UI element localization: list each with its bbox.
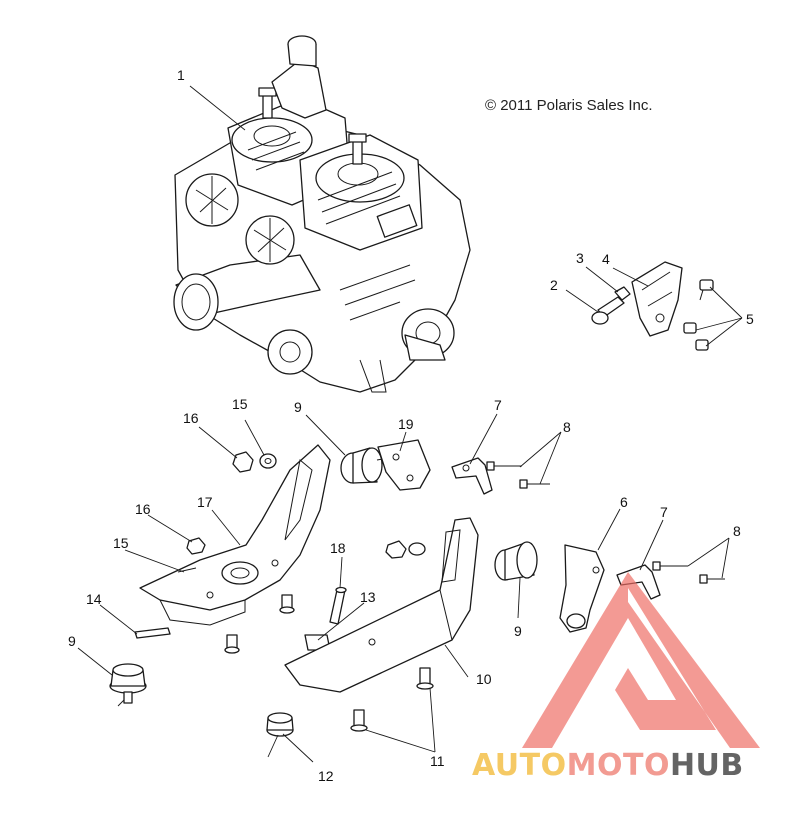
engine-assembly xyxy=(173,35,471,393)
callout-15-upper: 15 xyxy=(232,396,248,412)
callout-7-upper: 7 xyxy=(494,397,502,413)
callout-16-upper: 16 xyxy=(183,410,199,426)
callout-10: 10 xyxy=(476,671,492,687)
callout-6: 6 xyxy=(620,494,628,510)
callout-16-lower: 16 xyxy=(135,501,151,517)
leader-lines xyxy=(77,85,743,763)
callout-17: 17 xyxy=(197,494,213,510)
watermark-triangle-icon xyxy=(522,572,760,748)
callout-19: 19 xyxy=(398,416,414,432)
part-8-screws-upper xyxy=(486,461,550,489)
callout-8-upper: 8 xyxy=(563,419,571,435)
callout-8-lower: 8 xyxy=(733,523,741,539)
part-4-bracket xyxy=(631,261,683,337)
part-18-stud xyxy=(329,586,347,625)
callout-18: 18 xyxy=(330,540,346,556)
callout-9-right: 9 xyxy=(514,623,522,639)
part-16-nut-upper xyxy=(232,451,254,473)
part-9-isolator-left xyxy=(109,663,147,704)
callout-14: 14 xyxy=(86,591,102,607)
callout-5: 5 xyxy=(746,311,754,327)
part-17-mount-plate xyxy=(139,444,331,626)
callout-12: 12 xyxy=(318,768,334,784)
callout-numbers: 1 2 3 4 5 16 15 9 19 7 8 16 17 15 14 9 1… xyxy=(68,67,754,784)
callout-11: 11 xyxy=(430,753,445,769)
copyright-notice: © 2011 Polaris Sales Inc. xyxy=(485,97,653,114)
callout-4: 4 xyxy=(602,251,610,267)
callout-13: 13 xyxy=(360,589,376,605)
part-7-link-upper xyxy=(451,457,493,495)
part-9-isolator-right xyxy=(494,541,538,581)
part-5-bolts xyxy=(683,279,714,351)
part-10-nut xyxy=(385,540,426,559)
part-6-bracket xyxy=(559,544,605,633)
callout-1: 1 xyxy=(177,67,185,83)
callout-9-upper: 9 xyxy=(294,399,302,415)
part-3-nut xyxy=(614,286,631,301)
part-15-washer-upper xyxy=(259,453,277,469)
part-11-bolts xyxy=(350,667,434,732)
part-2-bolt xyxy=(591,296,625,325)
part-14-shim xyxy=(134,627,171,639)
callout-7-lower: 7 xyxy=(660,504,668,520)
part-12-isolator xyxy=(266,712,294,737)
watermark-logo: AUTOMOTOHUB xyxy=(472,572,760,783)
part-bolts-plate-17 xyxy=(224,594,295,654)
callout-2: 2 xyxy=(550,277,558,293)
part-10-mount-plate xyxy=(284,517,479,693)
callout-15-lower: 15 xyxy=(113,535,129,551)
callout-3: 3 xyxy=(576,250,584,266)
part-8-screws-lower xyxy=(652,561,725,584)
callout-9-left: 9 xyxy=(68,633,76,649)
watermark-brand-text: AUTOMOTOHUB xyxy=(472,748,744,783)
part-19-bracket xyxy=(377,439,431,491)
part-9-isolator-upper xyxy=(340,447,389,484)
